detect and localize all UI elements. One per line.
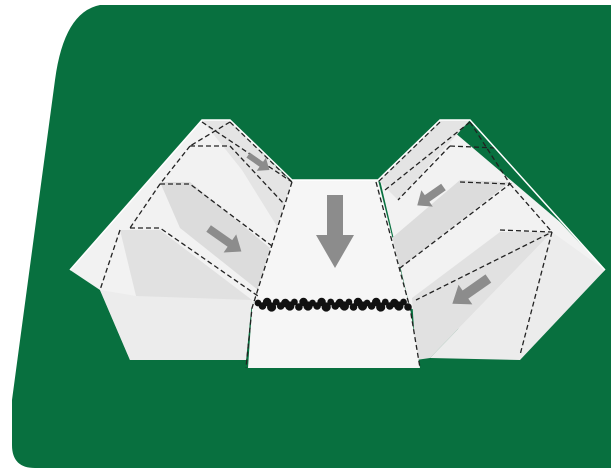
right-panel-strip-1 (378, 120, 470, 200)
arrow-down-left-icon (452, 274, 492, 305)
left-panel-strip-1 (202, 120, 292, 228)
right-panel-strip-3 (412, 232, 552, 360)
arrow-down-right-icon (246, 152, 270, 171)
fold-lines (99, 121, 553, 369)
material-particle (321, 302, 331, 312)
left-lower-panel (100, 290, 252, 360)
material-particle (376, 302, 386, 312)
material-particles (254, 297, 412, 312)
belt-outline (69, 119, 606, 271)
down-arrow-icon (316, 195, 354, 268)
flow-arrows (206, 152, 492, 305)
center-belt (248, 180, 420, 368)
arrow-down-left-icon (417, 183, 446, 207)
arrow-down-right-icon (206, 225, 242, 253)
material-particle (404, 303, 412, 311)
material-particle (291, 298, 298, 306)
material-particle (400, 298, 407, 306)
right-panel-strip-2 (392, 180, 510, 268)
right-lower-panel (430, 232, 605, 360)
material-particle (267, 302, 277, 312)
material-particle (345, 298, 353, 306)
